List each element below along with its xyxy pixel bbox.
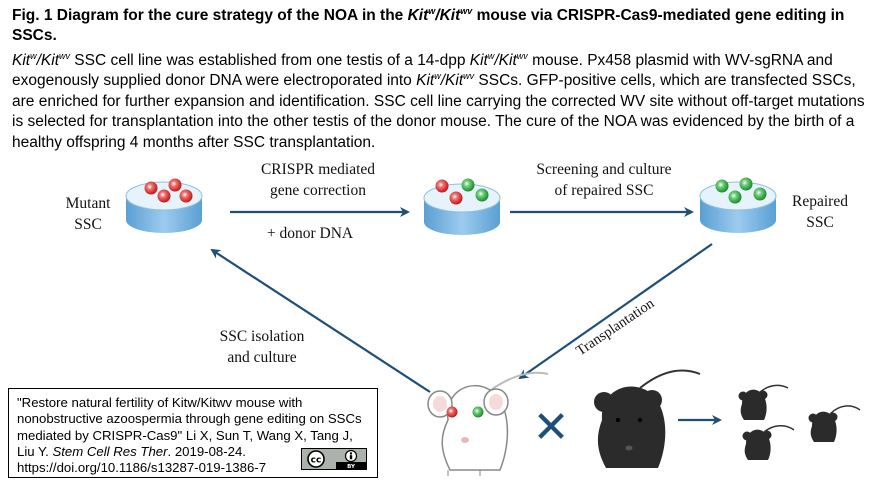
mutant-ssc-label: SSC: [74, 216, 102, 233]
screening-label: Screening and culture: [536, 161, 671, 178]
mutant-ssc-label: Mutant: [66, 195, 111, 212]
isolation-label: and culture: [227, 349, 296, 366]
isolation-label: SSC isolation: [220, 328, 305, 345]
red-cell: [449, 191, 463, 205]
caption-kit: Kit: [469, 52, 488, 69]
cc-by-license-badge[interactable]: cc BY: [301, 448, 367, 470]
green-cell: [461, 178, 475, 192]
dark-mouse-icon: [594, 369, 701, 468]
title-prefix: Fig. 1 Diagram for the cure strategy of …: [12, 7, 408, 24]
donor-dna-label: + donor DNA: [267, 225, 354, 242]
caption-text: SSCs. GFP-positive cells, which are tran…: [12, 72, 865, 151]
caption-sup: wv: [59, 50, 70, 61]
transfected-dish: [423, 178, 501, 235]
cross-icon: ✕: [533, 402, 570, 453]
figure-caption: Kitw/Kitwv SSC cell line was established…: [12, 51, 874, 153]
offspring-mouse-icon: [808, 405, 861, 442]
red-cell: [157, 189, 171, 203]
title-suffix: mouse via CRISPR-Cas9-mediated gene edit…: [12, 7, 845, 44]
citation-journal: Stem Cell Res Ther: [52, 443, 168, 459]
citation-doi-link[interactable]: https://doi.org/10.1186/s13287-019-1386-…: [17, 460, 267, 476]
caption-kit: Kit: [445, 72, 464, 90]
green-cell: [753, 187, 767, 201]
citation-line: mediated by CRISPR-Cas9" Li X, Sun T, Wa…: [17, 427, 353, 443]
caption-slash: /: [36, 52, 41, 69]
repaired-ssc-label: SSC: [806, 214, 834, 231]
red-eye-testis: [446, 406, 458, 418]
offspring-mouse-icon: [738, 384, 789, 420]
caption-kit: Kit: [40, 52, 59, 69]
offspring-mouse-icon: [742, 425, 795, 460]
green-cell: [475, 188, 489, 202]
caption-kit: Kit: [498, 52, 517, 69]
red-cell: [144, 181, 158, 195]
caption-slash: /: [440, 72, 446, 90]
red-cell: [179, 189, 193, 203]
citation-line: nonobstructive azoospermia through gene …: [17, 411, 362, 427]
by-text: BY: [347, 464, 356, 469]
title-slash: /: [435, 7, 440, 24]
caption-sup: wv: [516, 50, 528, 61]
screening-label: of repaired SSC: [554, 182, 653, 199]
citation-box: "Restore natural fertility of Kitw/Kitwv…: [8, 388, 378, 478]
caption-text: mouse. Px458 plasmid with WV-sgRNA and e…: [12, 52, 833, 90]
caption-kit: Kit: [12, 52, 31, 69]
title-kit: Kit: [439, 7, 461, 24]
caption-sup: w: [487, 50, 495, 61]
green-cell: [715, 179, 729, 193]
arrow-transplantation: [518, 243, 713, 380]
repaired-dish: [699, 177, 777, 233]
figure-title: Fig. 1 Diagram for the cure strategy of …: [12, 6, 872, 46]
repaired-ssc-label: Repaired: [792, 193, 848, 210]
title-kit: Kit: [407, 7, 429, 24]
cc-text: cc: [311, 456, 322, 466]
red-cell: [168, 178, 182, 192]
caption-sup: w: [434, 71, 441, 82]
red-cell: [435, 179, 449, 193]
mutant-dish: [125, 178, 203, 233]
arrow-isolation: [210, 248, 431, 393]
transplantation-label: Transplantation: [573, 295, 658, 359]
crispr-label: CRISPR mediated: [261, 161, 375, 178]
citation-line: "Restore natural fertility of Kitw/Kitwv…: [17, 395, 303, 410]
caption-sup: w: [30, 50, 37, 61]
caption-text: SSC cell line was established from one t…: [70, 52, 470, 69]
green-eye-testis: [472, 406, 484, 418]
caption-kit: Kit: [416, 72, 435, 90]
cc-by-icon: cc BY: [302, 449, 366, 469]
title-sup-w: w: [428, 5, 436, 16]
green-cell: [739, 177, 753, 191]
white-mouse-icon: [427, 371, 549, 476]
citation-line: Liu Y. Stem Cell Res Ther. 2019-08-24.: [17, 444, 369, 460]
citation-date: . 2019-08-24.: [167, 443, 246, 459]
caption-sup: wv: [463, 71, 475, 82]
citation-authors: Liu Y.: [17, 443, 53, 459]
crispr-label: gene correction: [270, 182, 366, 199]
caption-slash: /: [494, 52, 499, 69]
title-sup-wv: wv: [460, 5, 473, 16]
green-cell: [728, 190, 742, 204]
